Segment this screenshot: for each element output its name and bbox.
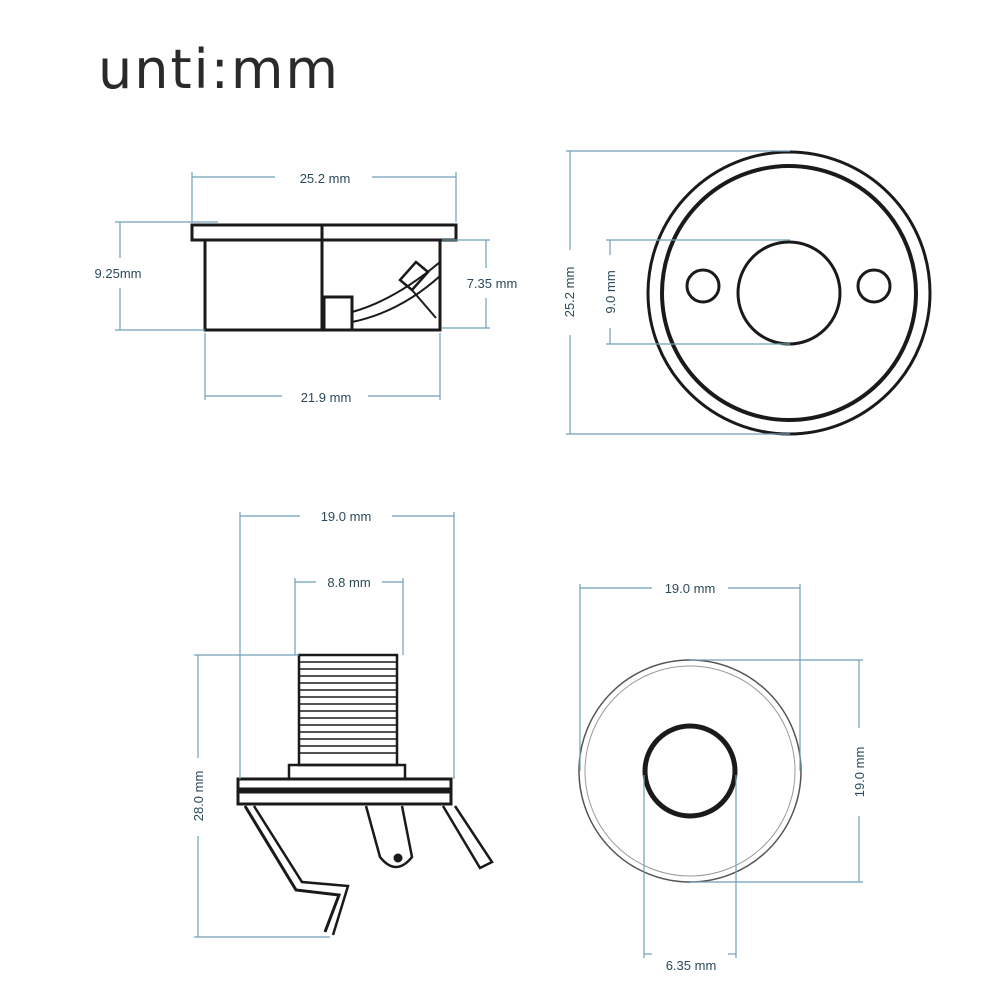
cup-tab <box>322 295 354 332</box>
cup-height-label: 9.25mm <box>95 266 142 281</box>
cup-flange <box>190 223 458 242</box>
cup-front-left-screw-hole <box>685 268 721 304</box>
cup-curve-inner <box>351 275 441 323</box>
jack-left-lug-inner <box>252 805 350 936</box>
jack-front-width-label: 19.0 mm <box>665 581 716 596</box>
jack-tab-hole <box>393 853 403 863</box>
cup-inner-height-label: 7.35 mm <box>467 276 518 291</box>
jack-front-height-label: 19.0 mm <box>852 747 867 798</box>
jack-side-dimensions <box>194 512 455 938</box>
jack-left-lug <box>243 805 342 933</box>
jack-right-lug <box>441 805 494 870</box>
jack-center-tab <box>364 805 414 869</box>
jack-plate-top <box>236 777 453 791</box>
cup-side-dimensions <box>115 172 490 400</box>
cup-front-inner-ring <box>660 164 918 422</box>
jack-front-view <box>578 659 802 883</box>
cup-curve-outer <box>351 261 441 313</box>
jack-width-label: 19.0 mm <box>321 509 372 524</box>
cup-clip-leg <box>411 289 437 319</box>
cup-top-width-label: 25.2 mm <box>300 171 351 186</box>
jack-height-label: 28.0 mm <box>191 771 206 822</box>
cup-front-right-screw-hole <box>856 268 892 304</box>
cup-bottom-width-label: 21.9 mm <box>301 390 352 405</box>
cup-diameter-label: 25.2 mm <box>562 267 577 318</box>
jack-thread-lines <box>299 661 397 754</box>
unit-title: unti:mm <box>98 38 341 101</box>
cup-side-view <box>190 223 458 332</box>
cup-hole-label: 9.0 mm <box>603 270 618 313</box>
cup-clip <box>398 260 430 292</box>
jack-plate-bottom <box>236 790 453 806</box>
jack-nut <box>287 763 407 781</box>
jack-side-view <box>236 653 494 936</box>
cup-front-view <box>646 150 932 436</box>
cup-front-dimensions <box>566 150 790 435</box>
jack-front-dimensions <box>579 584 863 958</box>
jack-front-hole-label: 6.35 mm <box>666 958 717 973</box>
jack-front-outer-circle <box>578 659 802 883</box>
jack-front-socket <box>642 723 738 819</box>
jack-thread-body <box>297 653 399 767</box>
jack-thread-label: 8.8 mm <box>327 575 370 590</box>
cup-front-center-hole <box>736 240 842 346</box>
jack-front-outer-circle-inner <box>584 665 796 877</box>
